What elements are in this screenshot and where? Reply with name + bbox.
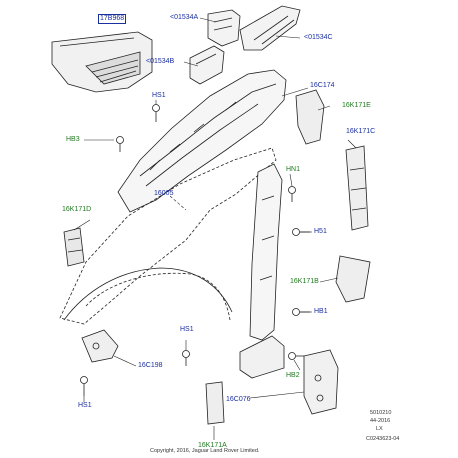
part-01534b-bracket (189, 45, 225, 85)
callout-16k171b: 16K171B (290, 278, 319, 285)
callout-17b968: 17B968 (98, 14, 127, 24)
callout-hs1-top: HS1 (152, 92, 166, 99)
reference-line-3: LX (376, 426, 383, 432)
callout-hb3: HB3 (66, 136, 80, 143)
reference-line-2: 44-2016 (370, 418, 391, 424)
reference-line-4: C0243623-04 (366, 436, 400, 442)
copyright-notice: Copyright, 2016, Jaguar Land Rover Limit… (150, 448, 260, 454)
part-16005-fender (59, 147, 277, 325)
part-16k171b-panel (335, 255, 371, 303)
part-16c076-hinge (303, 349, 339, 415)
part-01534c-bracket (239, 5, 301, 51)
callout-16k171a: 16K171A (198, 442, 227, 449)
callout-01534b: <01534B (146, 58, 175, 65)
fasteners (80, 104, 310, 396)
part-16k171c-panel (345, 145, 369, 231)
callout-16k171d: 16K171D (62, 206, 92, 213)
part-16c198-bracket (81, 329, 119, 363)
callout-16c174: 16C174 (310, 82, 335, 89)
part-01534a-bracket (207, 9, 241, 47)
part-16005-fender-arch (63, 267, 233, 321)
callout-16c198: 16C198 (138, 362, 163, 369)
callout-16k171e: 16K171E (342, 102, 371, 109)
callout-01534c: <01534C (304, 34, 333, 41)
callout-01534a: <01534A (170, 14, 199, 21)
callout-16k171c: 16K171C (346, 128, 376, 135)
callout-hs1-low: HS1 (180, 326, 194, 333)
part-16c174-apron-rail (117, 69, 287, 213)
callout-hb2: HB2 (286, 372, 300, 379)
callout-hb1: HB1 (314, 308, 328, 315)
leader-lines (73, 17, 357, 440)
callout-hn1: HN1 (286, 166, 301, 173)
callout-16005: 16005 (154, 190, 174, 197)
part-16k171d-block (63, 227, 85, 267)
callout-16c076: 16C076 (226, 396, 251, 403)
part-16k171e-seal (295, 89, 325, 145)
part-17b968-vent (51, 31, 153, 93)
callout-hs1-mid: H51 (314, 228, 327, 235)
part-16k171a-pad (205, 381, 225, 425)
callout-hs1-bottom: HS1 (78, 402, 92, 409)
part-hinge-pillar (239, 163, 285, 379)
reference-line-1: 5010210 (370, 410, 392, 416)
